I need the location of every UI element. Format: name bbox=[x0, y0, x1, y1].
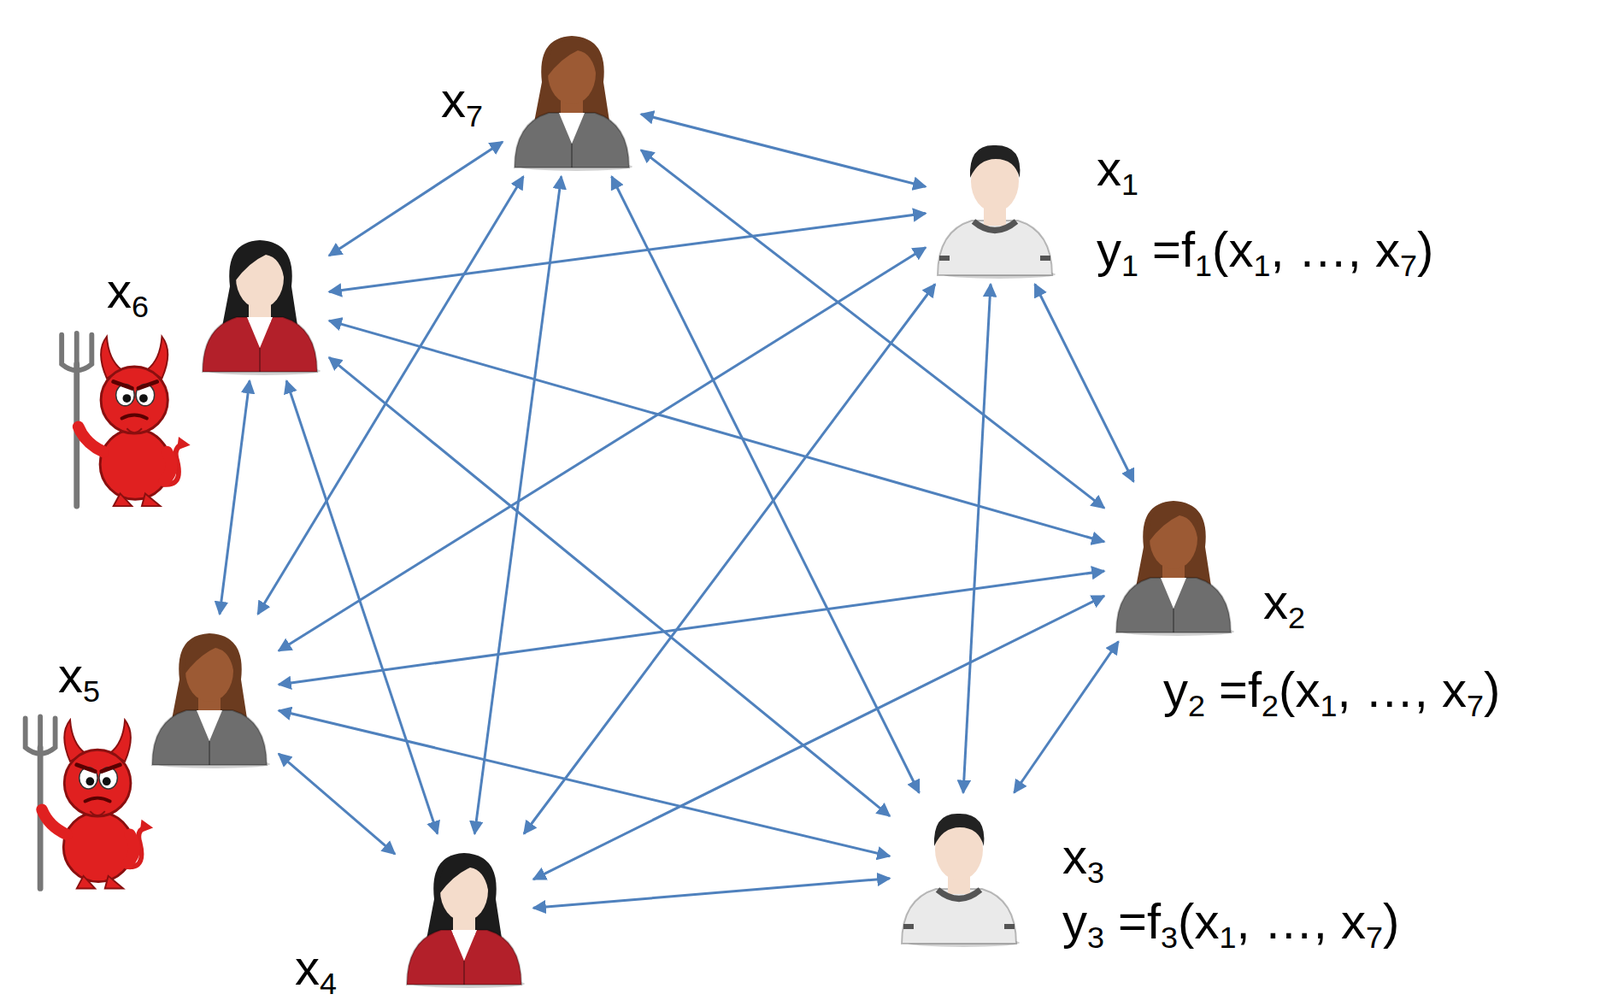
message-arrow bbox=[611, 176, 920, 794]
input-label: x7 bbox=[441, 71, 483, 130]
person-icon bbox=[1109, 487, 1238, 637]
message-arrow bbox=[329, 213, 926, 293]
message-arrow bbox=[278, 753, 395, 854]
output-formula: y1 =f1(x1, …, x7) bbox=[1096, 221, 1434, 279]
message-arrow bbox=[1035, 284, 1135, 483]
input-label: x3 bbox=[1062, 828, 1105, 886]
output-formula: y2 =f2(x1, …, x7) bbox=[1163, 661, 1500, 719]
output-formula: y3 =f3(x1, …, x7) bbox=[1062, 893, 1400, 951]
person-node: x3y3 =f3(x1, …, x7) bbox=[894, 798, 1024, 948]
message-arrow bbox=[963, 284, 991, 794]
devil-figure bbox=[25, 717, 153, 889]
message-arrow bbox=[1014, 641, 1119, 794]
input-label: x6 bbox=[106, 262, 149, 320]
person-icon bbox=[894, 798, 1024, 948]
message-arrow bbox=[474, 176, 561, 835]
input-label: x1 bbox=[1096, 140, 1139, 198]
message-arrow bbox=[329, 357, 890, 817]
message-arrow bbox=[641, 150, 1105, 509]
message-arrow bbox=[286, 381, 438, 835]
person-node: x1y1 =f1(x1, …, x7) bbox=[930, 129, 1059, 280]
devil-figure bbox=[61, 333, 191, 506]
input-label: x2 bbox=[1263, 573, 1306, 631]
input-label: x4 bbox=[294, 939, 337, 997]
message-arrow bbox=[278, 570, 1105, 685]
person-icon bbox=[195, 226, 324, 377]
message-arrow bbox=[258, 176, 524, 615]
person-node: x6 bbox=[195, 226, 324, 377]
message-arrow bbox=[641, 114, 926, 188]
person-node: x5 bbox=[145, 619, 274, 770]
message-arrow bbox=[278, 710, 890, 856]
message-arrow bbox=[278, 247, 926, 652]
message-arrow bbox=[533, 878, 890, 909]
message-arrow bbox=[329, 320, 1105, 542]
person-icon bbox=[507, 22, 636, 172]
input-label: x5 bbox=[58, 647, 100, 705]
message-arrow bbox=[219, 381, 250, 615]
person-node: x2y2 =f2(x1, …, x7) bbox=[1109, 487, 1238, 637]
person-icon bbox=[145, 619, 274, 770]
person-node: x7 bbox=[507, 22, 636, 172]
message-arrow bbox=[523, 284, 936, 835]
message-arrow bbox=[329, 141, 503, 256]
person-icon bbox=[930, 129, 1059, 280]
person-icon bbox=[400, 839, 529, 989]
person-node: x4 bbox=[400, 839, 529, 989]
